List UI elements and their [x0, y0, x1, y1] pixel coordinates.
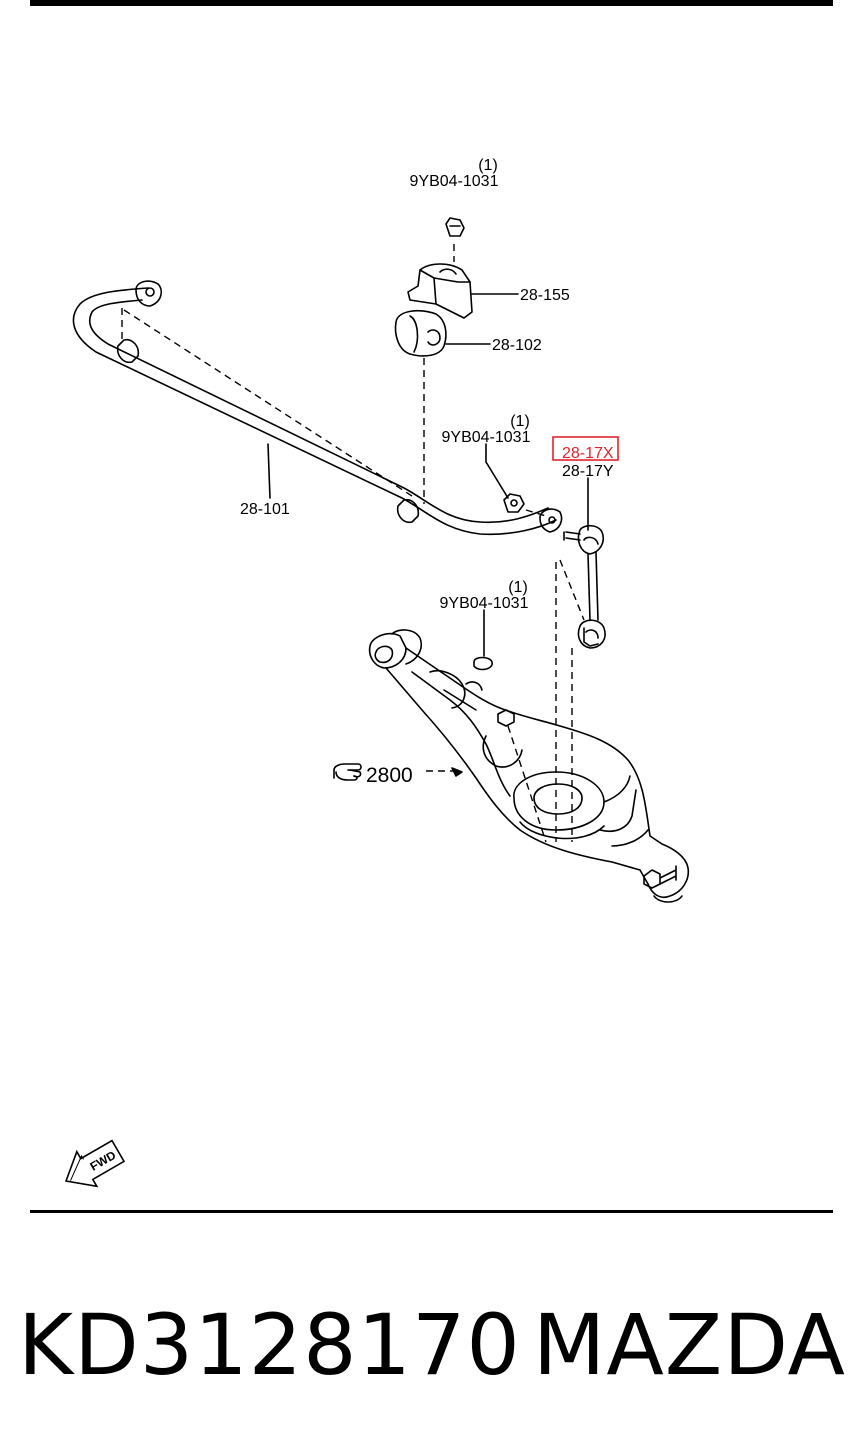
nut-mid-code-label: 9YB04-1031	[442, 429, 531, 446]
assembly-dashed-lines	[121, 244, 585, 843]
footer: KD3128170 MAZDA	[0, 1285, 864, 1405]
leader-lines	[267, 293, 589, 777]
bracket-label: 28-155	[520, 287, 570, 304]
bolt-top-code-label: 9YB04-1031	[410, 173, 499, 190]
nut-low-code-label: 9YB04-1031	[440, 595, 529, 612]
lower-nut-drawing	[473, 656, 493, 671]
pointing-hand-icon	[333, 763, 362, 781]
link-y-label: 28-17Y	[562, 463, 614, 480]
stabilizer-bar-drawing	[72, 280, 563, 536]
highlight-box	[552, 436, 619, 461]
nut-low-qty-label: (1)	[508, 579, 528, 596]
bolt-top-qty-label: (1)	[478, 157, 498, 174]
bushing-label: 28-102	[492, 337, 542, 354]
ref-arm-label[interactable]: 2800	[366, 764, 413, 787]
part-number: KD3128170	[18, 1296, 521, 1394]
top-nut-drawing	[445, 217, 465, 237]
fwd-arrow-icon: FWD	[64, 1139, 126, 1188]
link-x-label[interactable]: 28-17X	[562, 445, 614, 462]
bracket-drawing	[407, 263, 473, 319]
bushing-drawing	[394, 309, 447, 357]
stabilizer-link-drawing	[563, 524, 606, 649]
nut-mid-qty-label: (1)	[510, 413, 530, 430]
bottom-divider	[30, 1210, 833, 1213]
middle-nut-drawing	[503, 493, 525, 513]
stabilizer-bar-label: 28-101	[240, 501, 290, 518]
brand-name: MAZDA	[532, 1296, 846, 1394]
lower-control-arm-drawing	[368, 629, 690, 903]
top-border	[30, 0, 833, 6]
